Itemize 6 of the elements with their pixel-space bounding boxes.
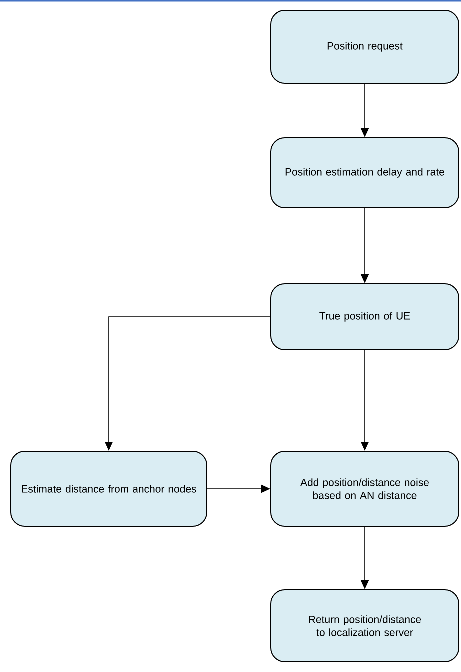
process-box: Position request: [270, 10, 460, 84]
process-box: Add position/distance noise based on AN distance: [270, 451, 460, 527]
process-box: Estimate distance from anchor nodes: [10, 451, 208, 527]
process-box: Position estimation delay and rate: [270, 138, 460, 208]
process-box: True position of UE: [270, 284, 460, 350]
process-box: Return position/distance to localization server: [270, 590, 460, 662]
